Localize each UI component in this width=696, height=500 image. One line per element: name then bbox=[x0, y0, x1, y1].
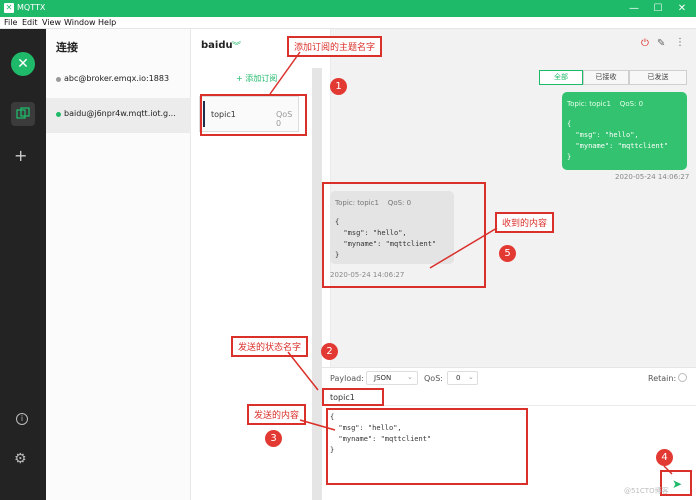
qos-select[interactable]: 0 ⌄ bbox=[447, 371, 478, 385]
topic-color-bar bbox=[203, 101, 205, 127]
received-message-body: { "msg": "hello", "myname": "mqttclient"… bbox=[335, 218, 437, 259]
sent-message-meta: Topic: topic1 QoS: 0 bbox=[567, 100, 644, 108]
annotation-box-4 bbox=[660, 470, 692, 496]
qos-label: QoS: bbox=[424, 374, 443, 383]
annotation-number-1: 1 bbox=[330, 78, 347, 95]
annotation-number-5: 5 bbox=[499, 245, 516, 262]
status-dot bbox=[56, 112, 61, 117]
received-message-bubble: Topic: topic1 QoS: 0 { "msg": "hello", "… bbox=[330, 191, 454, 264]
menu-help[interactable]: Help bbox=[98, 18, 117, 27]
status-dot bbox=[56, 77, 61, 82]
arrow-4 bbox=[663, 465, 673, 475]
annotation-number-3: 3 bbox=[265, 430, 282, 447]
retain-label: Retain: bbox=[648, 374, 677, 383]
payload-format-select[interactable]: JSON ⌄ bbox=[366, 371, 418, 385]
received-message-meta: Topic: topic1 QoS: 0 bbox=[335, 199, 412, 207]
minimize-icon[interactable]: — bbox=[629, 3, 639, 14]
nav-rail: ✕ + i ⚙ bbox=[0, 29, 46, 500]
connection-item-active[interactable]: baidu@j6npr4w.mqtt.iot.g... bbox=[46, 98, 191, 133]
arrow-3 bbox=[299, 419, 336, 431]
arrow-1 bbox=[269, 51, 301, 95]
menu-edit[interactable]: Edit bbox=[22, 18, 38, 27]
annotation-label-3: 发送的内容 bbox=[247, 404, 307, 425]
menu-file[interactable]: File bbox=[4, 18, 18, 27]
filter-received-button[interactable]: 已接收 bbox=[583, 70, 629, 85]
arrow-5 bbox=[429, 227, 498, 269]
add-subscription-button[interactable]: + 添加订阅 bbox=[236, 74, 278, 83]
connection-title: baidu bbox=[201, 40, 233, 51]
app-logo-icon: ✕ bbox=[4, 3, 14, 13]
close-icon[interactable]: ✕ bbox=[677, 3, 687, 14]
filter-sent-button[interactable]: 已发送 bbox=[629, 70, 687, 85]
annotation-label-2: 发送的状态名字 bbox=[231, 336, 309, 357]
menu-window[interactable]: Window bbox=[64, 18, 96, 27]
watermark: @51CTO博客 bbox=[624, 487, 669, 495]
connections-heading: 连接 bbox=[56, 41, 78, 54]
composer bbox=[322, 367, 696, 500]
disconnect-icon[interactable]: ⏻ bbox=[641, 38, 649, 49]
connection-name: abc@broker.emqx.io:1883 bbox=[64, 74, 170, 83]
sent-message-bubble: Topic: topic1 QoS: 0 { "msg": "hello", "… bbox=[562, 92, 687, 170]
send-icon[interactable]: ➤ bbox=[672, 477, 683, 491]
sent-message-time: 2020-05-24 14:06:27 bbox=[615, 173, 690, 181]
chevron-down-icon: ⌄ bbox=[468, 373, 474, 381]
edit-icon[interactable]: ✎ bbox=[657, 38, 666, 49]
connection-item[interactable]: abc@broker.emqx.io:1883 bbox=[46, 63, 191, 98]
subscription-item[interactable]: topic1 QoS 0 bbox=[199, 96, 299, 132]
payload-format-value: JSON bbox=[374, 374, 392, 382]
connections-icon bbox=[16, 107, 30, 119]
add-connection-icon[interactable]: + bbox=[14, 146, 28, 165]
chevron-down-icon: ⌄ bbox=[407, 373, 413, 381]
topic-input[interactable]: topic1 bbox=[322, 388, 696, 406]
received-message-time: 2020-05-24 14:06:27 bbox=[330, 271, 405, 279]
sent-message-body: { "msg": "hello", "myname": "mqttclient"… bbox=[567, 120, 669, 161]
filter-all-button[interactable]: 全部 bbox=[539, 70, 583, 85]
more-icon[interactable]: ⋮ bbox=[675, 37, 685, 48]
menu-bar: File Edit View Window Help bbox=[0, 17, 696, 29]
subscription-qos: QoS 0 bbox=[276, 110, 293, 128]
annotation-number-4: 4 bbox=[656, 449, 673, 466]
retain-checkbox[interactable] bbox=[678, 373, 687, 382]
qos-value: 0 bbox=[456, 374, 461, 382]
payload-label: Payload: bbox=[330, 374, 364, 383]
annotation-box-2 bbox=[322, 388, 384, 406]
chevron-down-icon[interactable]: ︾ bbox=[232, 42, 242, 52]
annotation-number-2: 2 bbox=[321, 343, 338, 360]
about-icon[interactable]: i bbox=[16, 413, 28, 425]
connection-list: 连接 abc@broker.emqx.io:1883 baidu@j6npr4w… bbox=[46, 29, 191, 500]
annotation-label-5: 收到的内容 bbox=[495, 212, 555, 233]
annotation-label-1: 添加订阅的主题名字 bbox=[287, 36, 383, 57]
connection-name: baidu@j6npr4w.mqtt.iot.g... bbox=[64, 109, 176, 118]
arrow-2 bbox=[287, 351, 319, 391]
annotation-box-3 bbox=[326, 408, 528, 485]
connections-nav-button[interactable] bbox=[11, 102, 35, 126]
scrollbar[interactable] bbox=[312, 68, 322, 500]
topic-input-value: topic1 bbox=[330, 393, 355, 402]
window-title: MQTTX bbox=[17, 3, 46, 12]
payload-editor[interactable]: { "msg": "hello", "myname": "mqttclient"… bbox=[330, 413, 432, 454]
brand-logo-icon: ✕ bbox=[11, 52, 35, 76]
title-bar: ✕ MQTTX — ☐ ✕ bbox=[0, 0, 696, 17]
maximize-icon[interactable]: ☐ bbox=[653, 3, 663, 14]
settings-gear-icon[interactable]: ⚙ bbox=[14, 451, 27, 467]
subscription-topic: topic1 bbox=[211, 110, 236, 119]
menu-view[interactable]: View bbox=[42, 18, 61, 27]
annotation-box-1 bbox=[200, 94, 307, 136]
